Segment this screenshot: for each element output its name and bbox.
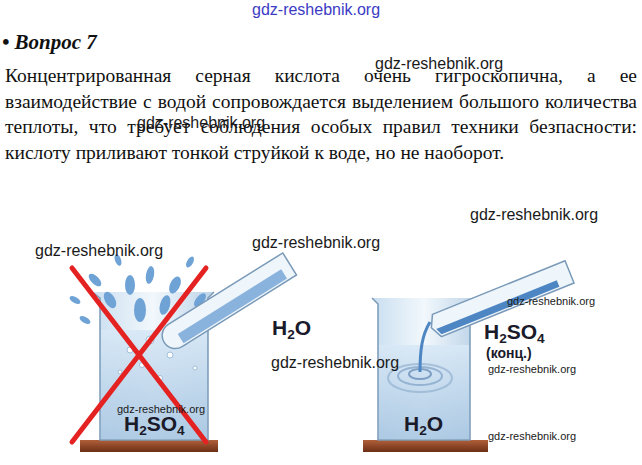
watermark: gdz-reshebnik.org — [507, 295, 595, 307]
watermark: gdz-reshebnik.org — [252, 1, 380, 19]
acid-stream — [420, 322, 430, 372]
beaker-label-box: H2SO4 — [124, 412, 185, 436]
watermark: gdz-reshebnik.org — [470, 206, 598, 224]
watermark: gdz-reshebnik.org — [375, 55, 503, 73]
question-title: • Вопрос 7 — [2, 30, 97, 55]
watermark: gdz-reshebnik.org — [488, 430, 576, 442]
watermark: gdz-reshebnik.org — [137, 114, 265, 132]
formula-label: H2SO4 — [124, 412, 185, 436]
formula-label: H2O — [272, 316, 311, 340]
table — [80, 440, 218, 452]
formula-label: (конц.) — [486, 345, 532, 361]
formula-label: H2O — [404, 412, 443, 436]
watermark: gdz-reshebnik.org — [488, 363, 576, 375]
table — [363, 440, 488, 452]
prohibition-cross — [72, 268, 206, 442]
formula-label: H2SO4 — [484, 320, 545, 344]
body-text: Концентрированная серная кислота очень г… — [5, 63, 637, 165]
watermark: gdz-reshebnik.org — [271, 354, 399, 372]
watermark: gdz-reshebnik.org — [35, 242, 163, 260]
watermark: gdz-reshebnik.org — [252, 234, 380, 252]
beaker-label-box: H2O — [404, 412, 443, 436]
